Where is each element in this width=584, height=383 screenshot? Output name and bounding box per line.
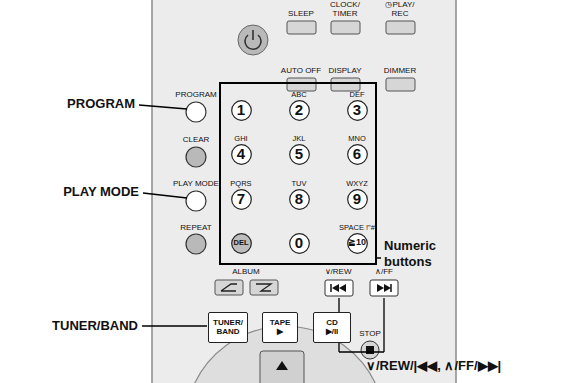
digit-button: 0 <box>289 233 310 254</box>
digit-button: SPACE !"#≧10 <box>347 233 368 254</box>
digit-button: WXYZ9 <box>347 189 368 210</box>
button-label: SLEEP <box>281 10 321 19</box>
button-text: 8 <box>295 191 303 207</box>
button-text: TUNER/ BAND <box>211 319 245 336</box>
button-text: 7 <box>237 191 245 207</box>
button-text: CD ▶/II <box>319 319 345 336</box>
callout-label: Numeric buttons <box>384 238 464 269</box>
button-text: 1 <box>237 102 245 118</box>
callout-label: ∨/REW/|◀◀, ∧/FF/▶▶| <box>366 358 578 374</box>
callout-label: PLAY MODE <box>9 184 139 200</box>
button-label: CLEAR <box>171 136 221 145</box>
button-label: CLOCK/ TIMER <box>327 1 363 19</box>
button-label: PLAY MODE <box>170 180 222 189</box>
button-circle <box>231 144 251 164</box>
callout-label: PROGRAM <box>15 96 135 112</box>
button-caption: JKL <box>293 135 306 143</box>
button-label: ALBUM <box>224 268 268 277</box>
button-label: REPEAT <box>171 224 221 233</box>
button-circle <box>347 233 367 253</box>
stop-button <box>361 341 379 359</box>
album-buttons <box>215 280 278 295</box>
callout-label: TUNER/BAND <box>8 318 138 334</box>
button-circle <box>289 233 309 253</box>
button-circle <box>231 189 251 209</box>
button-text: 2 <box>295 102 303 118</box>
button-caption: MNO <box>348 135 366 143</box>
button-circle <box>347 144 367 164</box>
button-label: AUTO OFF <box>276 67 326 76</box>
button-text: ≧10 <box>348 238 366 247</box>
button-caption: DEF <box>350 91 365 99</box>
button-text: 9 <box>353 191 361 207</box>
button-label: ∨/REW <box>318 268 358 277</box>
source-button: TUNER/ BAND <box>208 312 248 343</box>
button-circle <box>289 189 309 209</box>
button-circle <box>289 100 309 120</box>
button-label: STOP <box>352 330 388 339</box>
leader-lines <box>139 105 384 352</box>
button-caption: GHI <box>234 135 247 143</box>
delete-button: DEL <box>231 233 252 254</box>
button-circle <box>347 189 367 209</box>
button-circle <box>347 100 367 120</box>
button-text: 5 <box>295 146 303 162</box>
source-button: CD ▶/II <box>313 312 351 343</box>
leader-line <box>377 257 381 259</box>
digit-button: MNO6 <box>347 144 368 165</box>
button-caption: TUV <box>292 180 307 188</box>
button-label: DISPLAY <box>320 67 370 76</box>
button-text: 0 <box>295 235 303 251</box>
button-label: ◷PLAY/ REC <box>382 1 418 19</box>
button-circle <box>289 144 309 164</box>
button-caption: WXYZ <box>346 180 368 188</box>
button-text: DEL <box>234 239 249 247</box>
digit-button: GHI4 <box>231 144 252 165</box>
digit-button: JKL5 <box>289 144 310 165</box>
button-caption: ABC <box>291 91 306 99</box>
button-text: 3 <box>353 102 361 118</box>
skip-buttons <box>325 280 398 296</box>
function-buttons <box>287 21 415 91</box>
digit-button: ABC2 <box>289 100 310 121</box>
button-label: PROGRAM <box>171 91 221 100</box>
button-text: TAPE ▶ <box>267 319 293 336</box>
source-button: TAPE ▶ <box>262 312 298 343</box>
digit-button: TUV8 <box>289 189 310 210</box>
button-circle <box>231 233 251 253</box>
digit-button: 1 <box>231 100 252 121</box>
button-label: DIMMER <box>375 67 425 76</box>
button-caption: SPACE !"# <box>339 224 375 232</box>
button-text: 4 <box>237 146 245 162</box>
power-button <box>238 25 268 55</box>
button-circle <box>231 100 251 120</box>
button-text: 6 <box>353 146 361 162</box>
digit-button: PQRS7 <box>231 189 252 210</box>
digit-button: DEF3 <box>347 100 368 121</box>
button-label: ∧/FF <box>364 268 404 277</box>
button-caption: PQRS <box>230 180 251 188</box>
numeric-bracket <box>220 83 376 264</box>
